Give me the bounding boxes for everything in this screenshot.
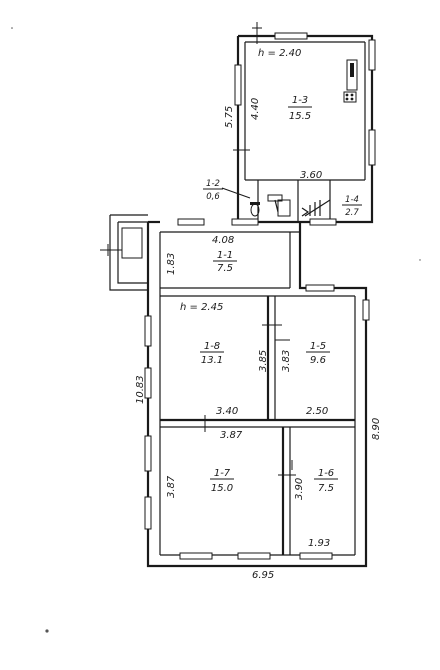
stove-icon [343, 59, 358, 103]
height-upper: h = 2.40 [258, 48, 301, 59]
main-door-marks [204, 324, 296, 476]
room-1-2-id: 1-2 [206, 179, 220, 189]
room-1-4-id: 1-4 [345, 195, 359, 205]
room-1-1-area: 7.5 [217, 263, 233, 274]
dim-upper-height: 4.40 [250, 98, 261, 120]
height-main: h = 2.45 [180, 302, 223, 313]
room-1-8-area: 13.1 [201, 355, 223, 366]
dim-room8-width: 3.40 [216, 406, 238, 417]
dim-hall-height: 1.83 [166, 253, 177, 275]
dim-room7-width: 3.87 [220, 430, 243, 441]
main-windows [144, 218, 370, 560]
dim-room7-height: 3.87 [166, 475, 177, 498]
dim-hall-width: 4.08 [212, 235, 234, 246]
doors [233, 149, 291, 217]
room-1-5-area: 9.6 [310, 355, 326, 366]
room-1-5: 1-5 9.6 [306, 341, 330, 366]
stairs-icon [301, 199, 331, 217]
dim-room6-width: 1.93 [308, 538, 330, 549]
room-1-3-id: 1-3 [292, 95, 308, 106]
room-1-6: 1-6 7.5 [314, 468, 338, 494]
dim-total-right: 8.90 [371, 418, 382, 440]
toilet-icon [250, 202, 260, 217]
room-1-1-id: 1-1 [217, 250, 233, 261]
dim-room5-height: 3.83 [281, 350, 292, 372]
dim-room5-width: 2.50 [306, 406, 328, 417]
room-1-2: 1-2 0,6 [203, 179, 251, 202]
dim-room8-height: 3.85 [258, 350, 269, 372]
room-1-8-id: 1-8 [204, 341, 220, 352]
room-1-7-area: 15.0 [211, 483, 233, 494]
room-1-2-area: 0,6 [206, 192, 220, 202]
room-1-6-area: 7.5 [318, 483, 334, 494]
dim-total-bottom: 6.95 [252, 570, 274, 581]
main-house-walls [146, 220, 368, 568]
room-1-4: 1-4 2.7 [342, 195, 362, 218]
room-1-3-area: 15.5 [289, 111, 311, 122]
room-1-1: 1-1 7.5 [213, 250, 237, 274]
upper-annex-walls [236, 22, 374, 224]
dim-total-left: 10.83 [135, 375, 146, 404]
porch [100, 214, 148, 291]
room-1-3: 1-3 15.5 [288, 95, 312, 122]
room-1-5-id: 1-5 [310, 341, 326, 352]
dim-upper-outer: 5.75 [224, 106, 235, 128]
upper-windows [234, 32, 376, 226]
room-1-8: 1-8 13.1 [200, 341, 224, 366]
room-1-6-id: 1-6 [318, 468, 334, 479]
room-1-4-area: 2.7 [345, 208, 359, 218]
dim-room6-height: 3.90 [294, 478, 305, 500]
dim-upper-right-width: 3.60 [300, 170, 322, 181]
room-1-7: 1-7 15.0 [210, 468, 234, 494]
room-1-7-id: 1-7 [214, 468, 231, 479]
